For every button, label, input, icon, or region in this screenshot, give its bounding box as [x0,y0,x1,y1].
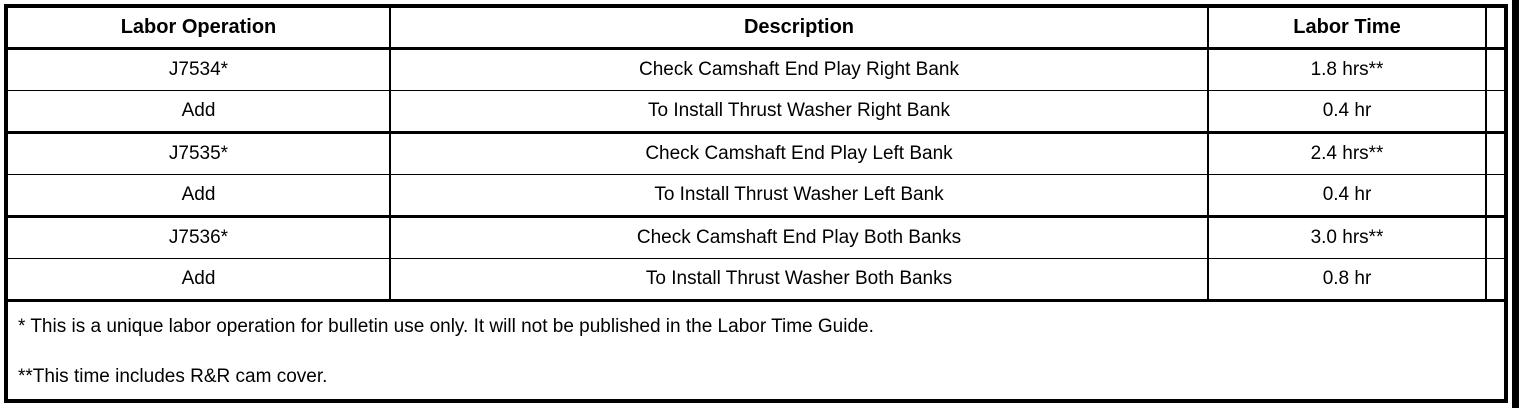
labor-operation-cell: Add [8,174,390,218]
labor-operation-cell: J7536* [8,216,390,259]
right-edge-border [1512,0,1519,408]
description-cell: Check Camshaft End Play Right Bank [389,48,1208,91]
labor-time-cell: 2.4 hrs** [1207,132,1486,175]
empty-cell [1485,258,1504,302]
description-cell: To Install Thrust Washer Left Bank [389,174,1208,218]
labor-time-table: Labor Operation Description Labor Time J… [8,8,1504,399]
description-cell: To Install Thrust Washer Right Bank [389,90,1208,134]
footnotes-row: * This is a unique labor operation for b… [8,300,1504,399]
footnote-unique-operation: * This is a unique labor operation for b… [18,315,874,337]
footnote-time-includes: **This time includes R&R cam cover. [18,365,328,387]
labor-time-cell: 0.8 hr [1207,258,1486,302]
table-row: Add To Install Thrust Washer Both Banks … [8,258,1504,302]
labor-time-cell: 0.4 hr [1207,90,1486,134]
table-row: J7534* Check Camshaft End Play Right Ban… [8,48,1504,91]
column-header-labor-time: Labor Time [1207,8,1486,50]
labor-time-cell: 3.0 hrs** [1207,216,1486,259]
empty-cell [1485,216,1504,259]
labor-operation-cell: Add [8,90,390,134]
table-row: Add To Install Thrust Washer Left Bank 0… [8,174,1504,218]
description-cell: Check Camshaft End Play Both Banks [389,216,1208,259]
empty-cell [1485,174,1504,218]
labor-time-table-frame: Labor Operation Description Labor Time J… [4,4,1508,403]
table-row: J7535* Check Camshaft End Play Left Bank… [8,132,1504,175]
column-header-description: Description [389,8,1208,50]
labor-operation-cell: Add [8,258,390,302]
empty-cell [1485,90,1504,134]
column-header-labor-operation: Labor Operation [8,8,390,50]
labor-time-cell: 1.8 hrs** [1207,48,1486,91]
labor-operation-cell: J7535* [8,132,390,175]
description-cell: Check Camshaft End Play Left Bank [389,132,1208,175]
description-cell: To Install Thrust Washer Both Banks [389,258,1208,302]
labor-operation-cell: J7534* [8,48,390,91]
table-header-row: Labor Operation Description Labor Time [8,8,1504,50]
empty-cell [1485,48,1504,91]
labor-time-cell: 0.4 hr [1207,174,1486,218]
table-row: J7536* Check Camshaft End Play Both Bank… [8,216,1504,259]
footnotes-cell: * This is a unique labor operation for b… [8,300,1504,399]
empty-cell [1485,132,1504,175]
table-row: Add To Install Thrust Washer Right Bank … [8,90,1504,134]
column-header-empty [1485,8,1504,50]
